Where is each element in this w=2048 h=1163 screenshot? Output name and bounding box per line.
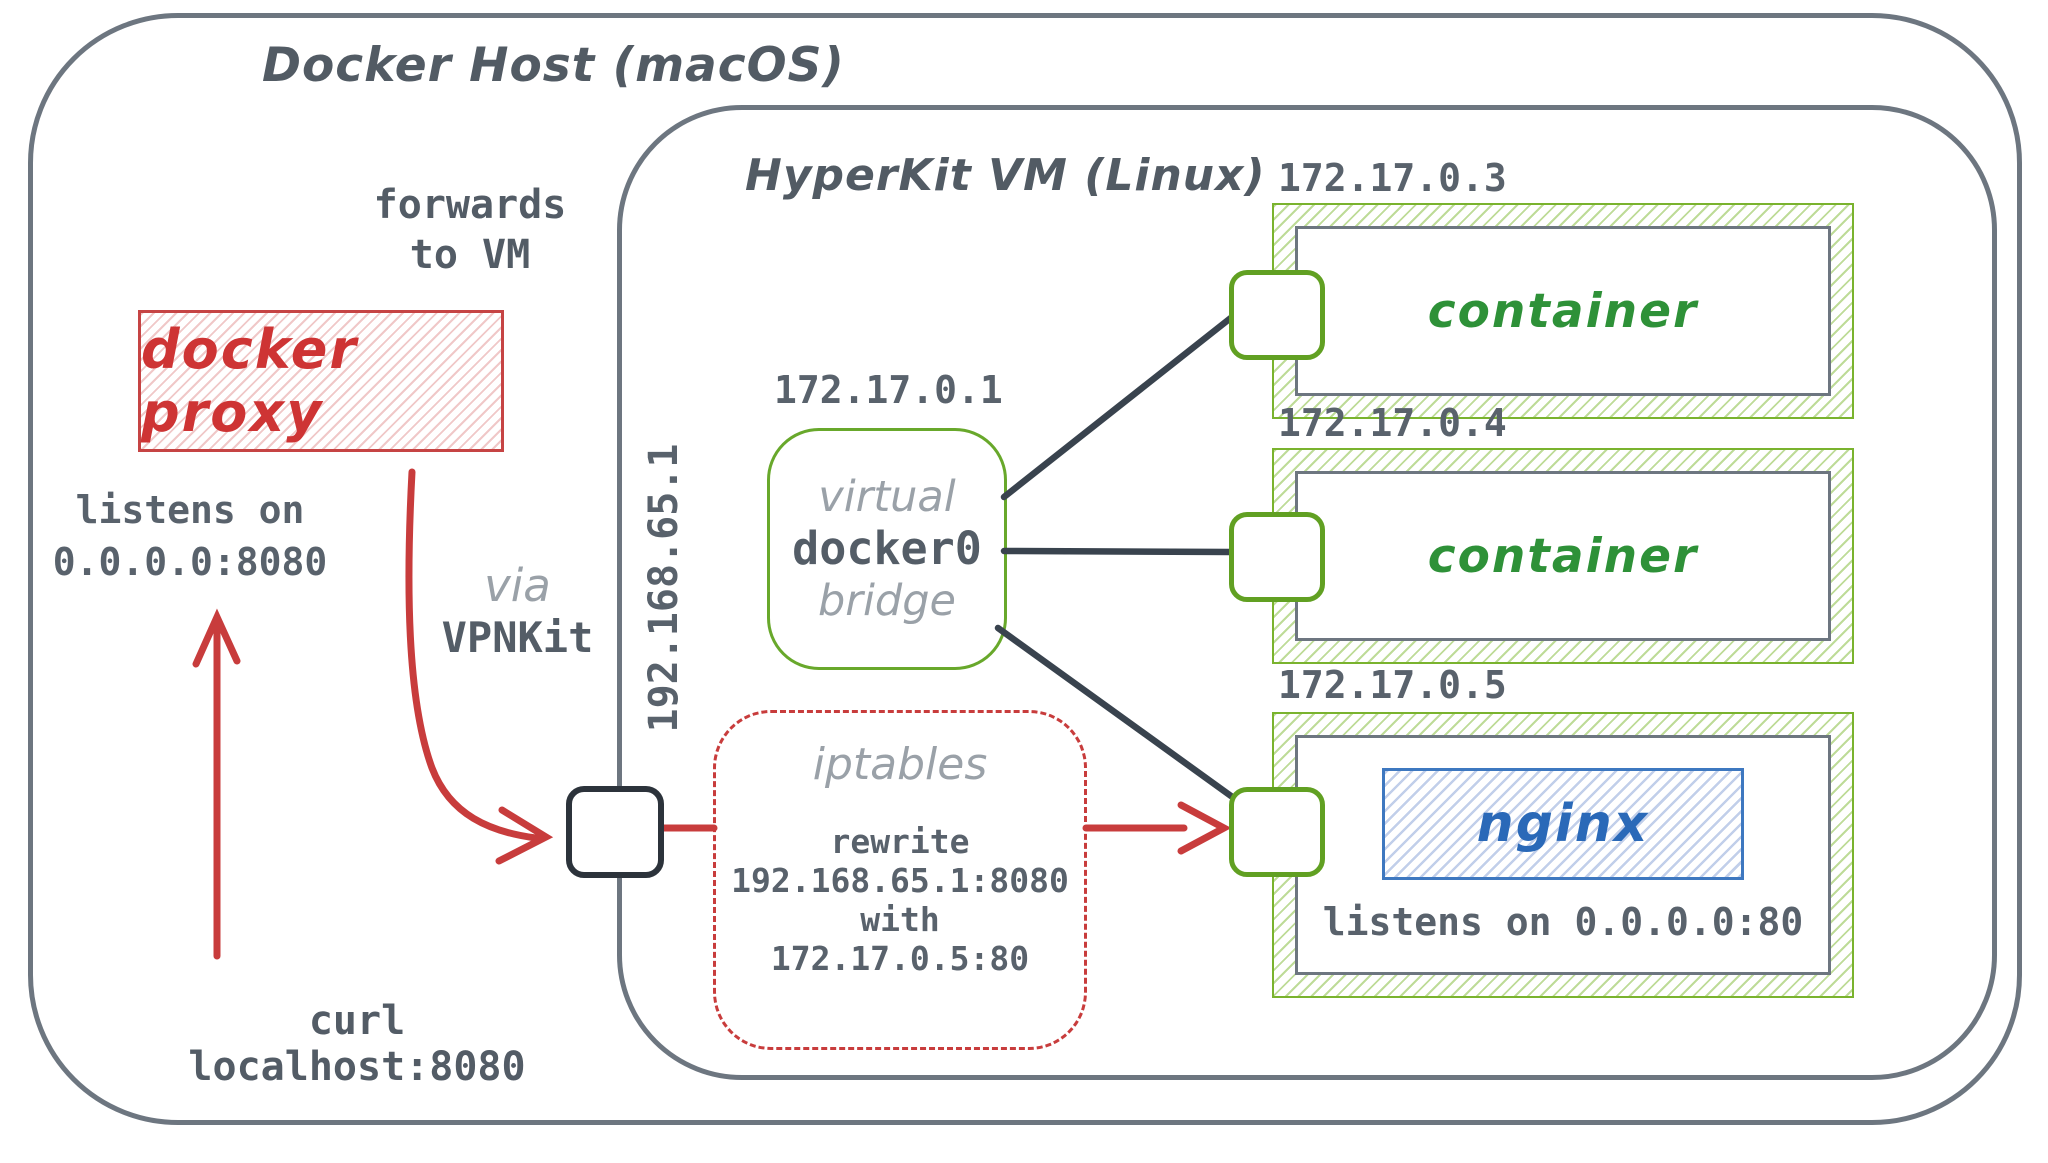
container1-inner: container [1295, 226, 1831, 396]
iptables-line: 192.168.65.1:8080 [731, 861, 1069, 900]
container1-ip-label: 172.17.0.3 [1278, 156, 1507, 200]
container2-box: container [1272, 448, 1854, 664]
container1-label: container [1427, 283, 1699, 339]
listens-line1: listens on [75, 488, 305, 532]
bridge-word-bridge: bridge [818, 576, 956, 626]
listens-line2: 0.0.0.0:8080 [52, 540, 328, 584]
nginx-box: nginx [1382, 768, 1744, 880]
docker-host-boundary [28, 13, 2022, 1125]
bridge-word-docker0: docker0 [792, 522, 982, 575]
forwards-line2: to VM [409, 232, 531, 278]
bridge-word-virtual: virtual [818, 472, 956, 522]
via-word: via [484, 559, 551, 612]
iptables-box: iptables rewrite 192.168.65.1:8080 with … [713, 710, 1087, 1050]
container3-inner: nginx listens on 0.0.0.0:80 [1295, 735, 1831, 975]
iptables-line: rewrite [830, 822, 970, 861]
container3-port-icon [1229, 787, 1325, 877]
hyperkit-vm-boundary [617, 105, 1997, 1080]
vpnkit-word: VPNKit [441, 613, 594, 662]
container2-ip-label: 172.17.0.4 [1278, 401, 1507, 445]
bridge-ip-label: 172.17.0.1 [774, 368, 1003, 412]
docker-host-title: Docker Host (macOS) [262, 38, 845, 93]
container2-port-icon [1229, 512, 1325, 602]
hyperkit-vm-title: HyperKit VM (Linux) [745, 150, 1266, 201]
curl-command-note: curl localhost:8080 [188, 998, 526, 1090]
nginx-label: nginx [1476, 794, 1650, 854]
container2-label: container [1427, 528, 1699, 584]
container1-box: container [1272, 203, 1854, 419]
proxy-listens-note: listens on 0.0.0.0:8080 [15, 484, 365, 588]
forwards-to-vm-note: forwards to VM [315, 180, 625, 280]
container3-box: nginx listens on 0.0.0.0:80 [1272, 712, 1854, 998]
docker0-bridge-box: virtual docker0 bridge [767, 428, 1007, 670]
forwards-line1: forwards [373, 182, 567, 228]
iptables-line: with [860, 900, 940, 939]
vm-ip-vertical-label: 192.168.65.1 [641, 443, 687, 733]
iptables-rewrite-note: rewrite 192.168.65.1:8080 with 172.17.0.… [731, 822, 1069, 978]
container3-ip-label: 172.17.0.5 [1278, 663, 1507, 707]
via-vpnkit-note: via VPNKit [420, 560, 615, 664]
container1-port-icon [1229, 270, 1325, 360]
docker-proxy-box: docker proxy [138, 310, 504, 452]
nginx-listens-note: listens on 0.0.0.0:80 [1322, 900, 1804, 944]
docker-proxy-label: docker proxy [141, 318, 359, 444]
container2-inner: container [1295, 471, 1831, 641]
iptables-line: 172.17.0.5:80 [770, 939, 1030, 978]
vm-port-icon [566, 786, 664, 878]
iptables-title: iptables [812, 739, 988, 790]
